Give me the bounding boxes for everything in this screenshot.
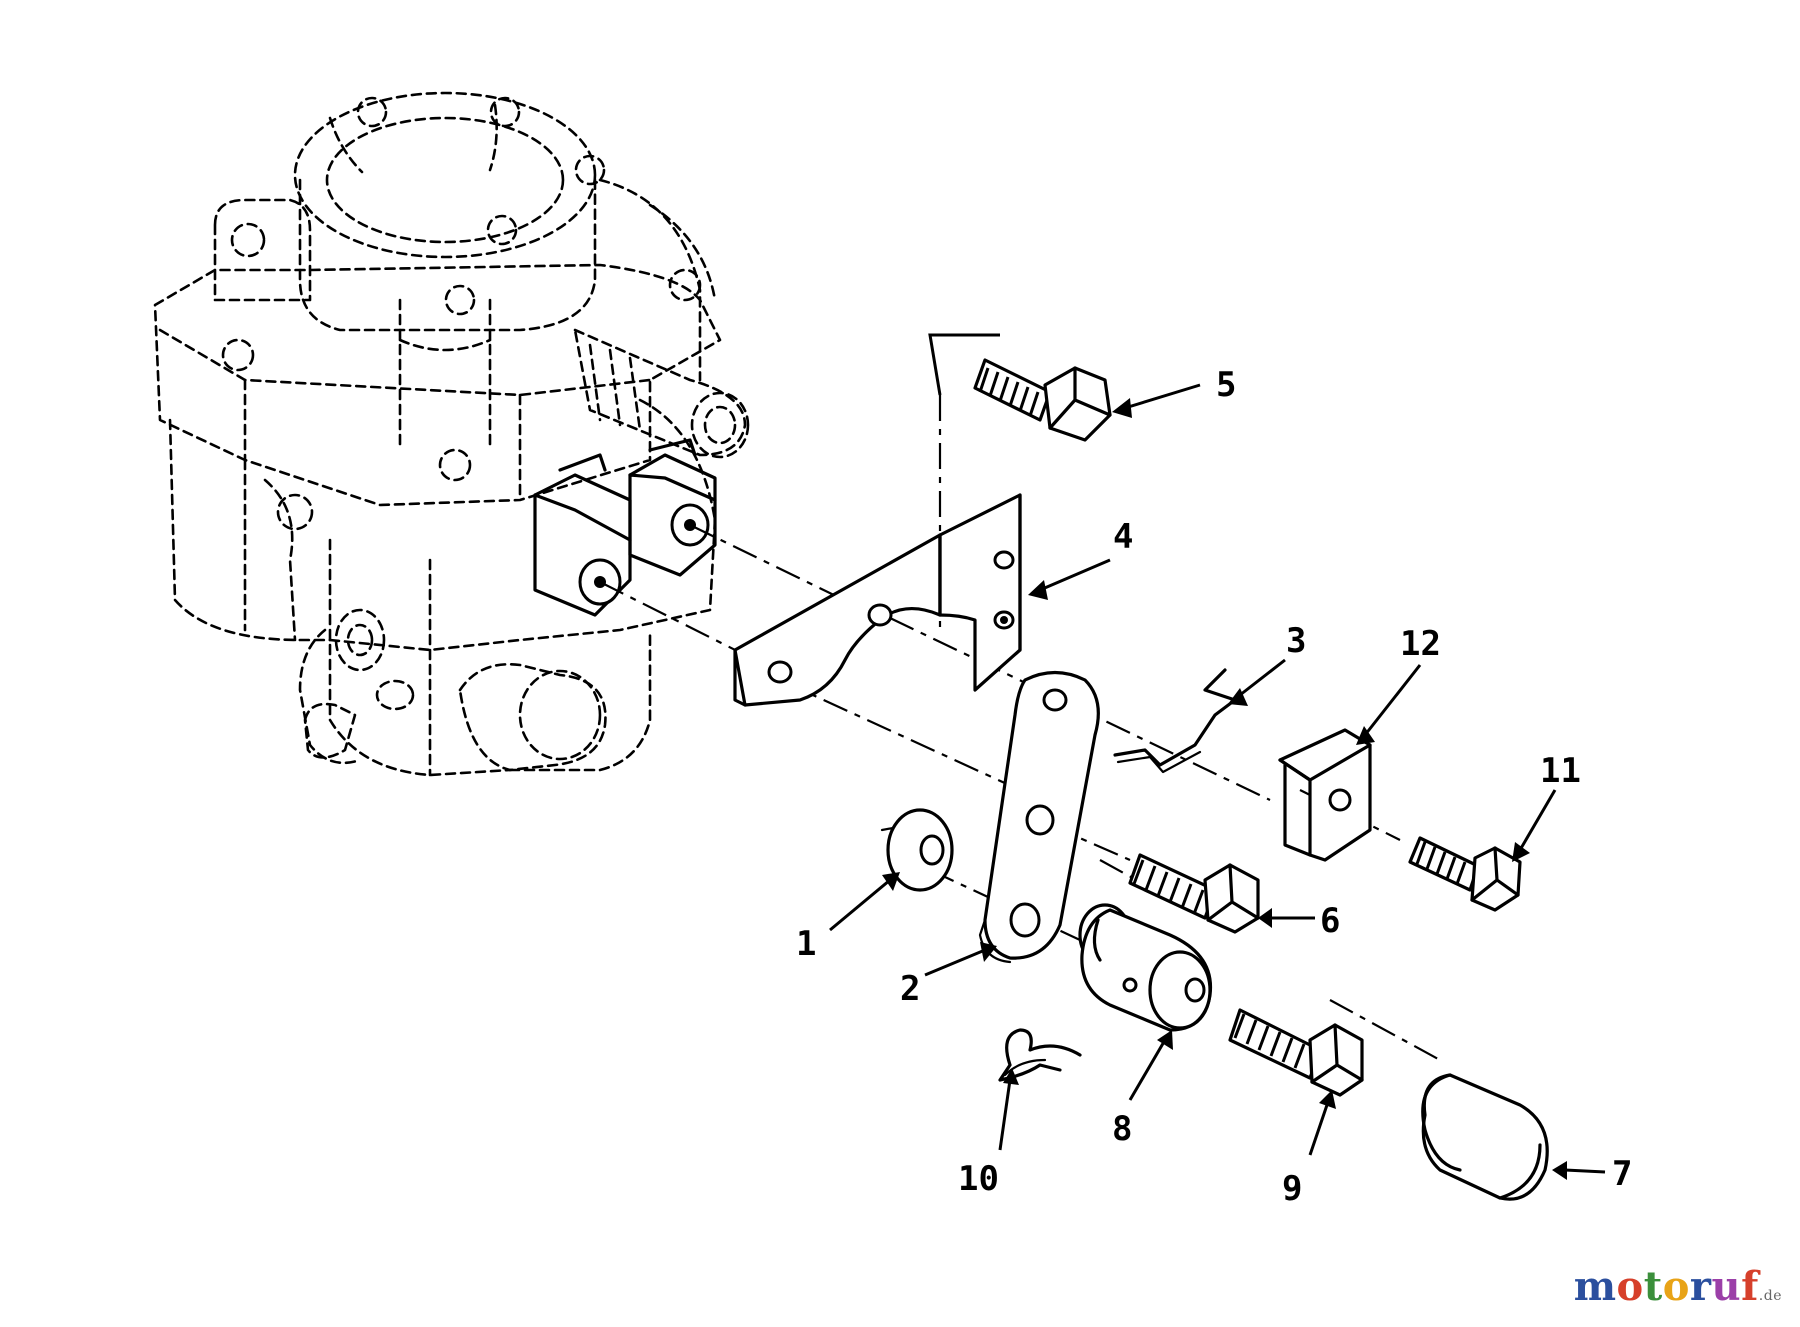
watermark-suffix: .de <box>1758 1288 1782 1304</box>
watermark-letter: m <box>1573 1263 1617 1310</box>
part-7-cap <box>1421 1073 1549 1201</box>
callout-8: 8 <box>1112 1109 1132 1149</box>
carburetor-phantom-outline <box>153 91 750 777</box>
watermark-letter: r <box>1689 1263 1712 1310</box>
callout-4: 4 <box>1113 517 1133 557</box>
callout-leaders <box>829 333 1606 1180</box>
part-6-bolt <box>1128 853 1260 934</box>
part-11-bolt <box>1408 836 1522 912</box>
callout-11: 11 <box>1540 751 1581 791</box>
callout-labels: 5 4 3 12 11 6 1 2 8 9 7 10 <box>796 365 1632 1209</box>
part-10-hairpin-clip <box>998 1028 1082 1082</box>
watermark-letter: o <box>1616 1263 1644 1310</box>
part-4-bracket <box>733 493 1022 707</box>
watermark-logo: motoruf.de <box>1574 1263 1782 1310</box>
callout-7: 7 <box>1612 1154 1632 1194</box>
part-3-spring-wire <box>1113 668 1237 774</box>
part-8-swivel <box>1078 903 1213 1032</box>
callout-12: 12 <box>1400 624 1441 664</box>
part-2-link-plate <box>978 670 1100 964</box>
part-9-bolt <box>1228 1008 1364 1097</box>
callout-9: 9 <box>1282 1169 1302 1209</box>
watermark-letter: t <box>1643 1263 1663 1310</box>
part-12-clip <box>1278 728 1372 862</box>
callout-5: 5 <box>1216 365 1236 405</box>
callout-1: 1 <box>796 924 816 964</box>
callout-2: 2 <box>900 969 920 1009</box>
callout-6: 6 <box>1320 901 1340 941</box>
watermark-letter: o <box>1662 1263 1690 1310</box>
part-1-washer <box>880 808 954 892</box>
watermark-letter: u <box>1711 1263 1742 1310</box>
callout-3: 3 <box>1286 621 1306 661</box>
callout-10: 10 <box>958 1159 999 1199</box>
watermark-letters: motoruf <box>1574 1263 1759 1310</box>
watermark-letter: f <box>1741 1263 1759 1310</box>
carburetor-mounting-lugs <box>533 438 717 617</box>
part-5-bolt <box>973 358 1112 442</box>
